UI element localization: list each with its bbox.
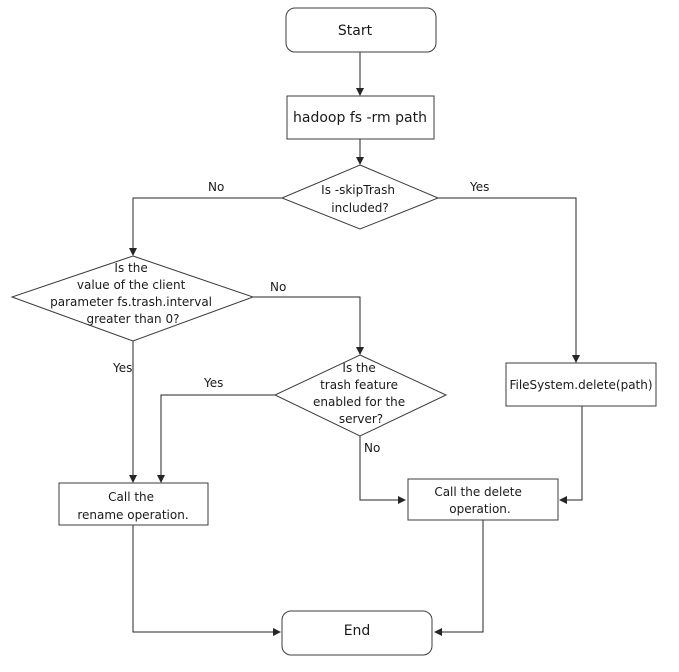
edge-trash-feature-no [359,436,406,504]
skip-trash-decision-shape [280,164,440,230]
rename-line-1: Call the [108,490,154,504]
start-node: Start [285,7,437,53]
delete-operation-node: Call the delete operation. [407,478,559,521]
trash-feature-decision-shape [273,354,448,437]
trash-feature-decision-label: Is the trash feature enabled for the ser… [313,361,409,426]
edge-label-interval-yes: Yes [112,361,132,375]
skip-trash-line-1: Is -skipTrash [321,183,395,197]
filesystem-delete-node: FileSystem.delete(path) [505,362,657,407]
end-terminal-shape [281,610,433,656]
rm-command-process-shape [286,95,435,140]
delete-line-2: operation. [449,502,510,516]
edge-fsdelete-to-delete [559,406,583,504]
end-label: End [344,623,371,639]
trash-feature-decision-node: Is the trash feature enabled for the ser… [273,354,448,437]
rename-operation-node: Call the rename operation. [58,482,209,526]
skip-trash-decision-node: Is -skipTrash included? [280,164,440,230]
edges [129,52,583,636]
interval-decision-label: Is the value of the client parameter fs.… [50,261,216,326]
delete-line-1: Call the delete [434,485,522,499]
edge-label-trash-feature-yes: Yes [203,376,223,390]
edge-trash-feature-yes [157,394,275,483]
edge-label-interval-no: No [270,280,286,294]
trash-feature-line-4: server? [339,412,383,426]
skip-trash-decision-label: Is -skipTrash included? [321,183,399,215]
filesystem-delete-process-shape [505,362,657,407]
edge-interval-no [253,296,364,355]
delete-operation-process-shape [407,478,559,521]
trash-feature-line-1: Is the [342,361,375,375]
rename-line-2: rename operation. [77,508,188,522]
start-label: Start [338,23,373,39]
rename-operation-label: Call the rename operation. [77,490,188,522]
rename-operation-process-shape [58,482,209,526]
edge-skiptrash-no [129,197,282,256]
interval-line-4: greater than 0? [87,312,180,326]
delete-operation-label: Call the delete operation. [434,485,525,516]
filesystem-delete-label: FileSystem.delete(path) [509,378,652,392]
rm-command-node: hadoop fs -rm path [286,95,435,140]
edge-label-trash-feature-no: No [364,441,380,455]
edge-label-skiptrash-no: No [208,180,224,194]
edge-labels: No Yes No Yes Yes No [112,180,489,455]
edge-label-skiptrash-yes: Yes [469,180,489,194]
interval-decision-shape [10,255,255,342]
edge-skiptrash-yes [438,197,580,363]
interval-line-2: value of the client [77,278,186,292]
end-node: End [281,610,433,656]
interval-line-3: parameter fs.trash.interval [50,295,212,309]
edge-rename-to-end [132,525,281,636]
start-terminal-shape [285,7,437,53]
trash-feature-line-3: enabled for the [313,395,405,409]
edge-delete-to-end [434,520,484,636]
interval-decision-node: Is the value of the client parameter fs.… [10,255,255,342]
interval-line-1: Is the [114,261,147,275]
trash-feature-line-2: trash feature [320,378,398,392]
rm-command-label: hadoop fs -rm path [293,110,427,126]
skip-trash-line-2: included? [331,201,388,215]
